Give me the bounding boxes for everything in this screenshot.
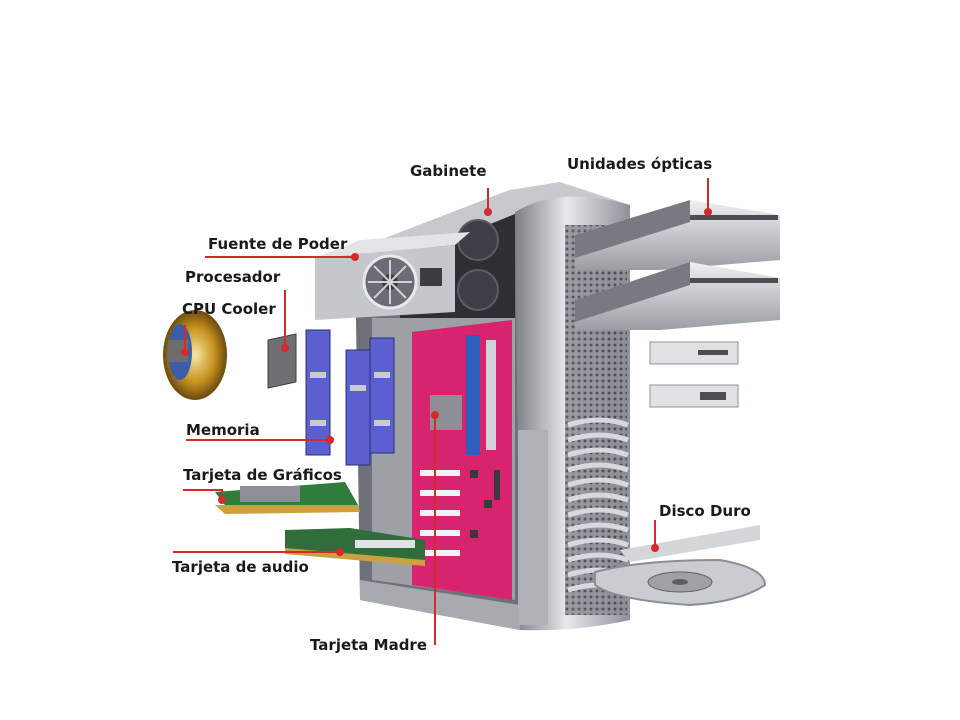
optical-drives [575,200,780,408]
label-cpu-cooler: CPU Cooler [182,300,276,318]
label-memoria: Memoria [186,421,260,439]
graphics-card [215,482,360,514]
label-tarjeta-madre: Tarjeta Madre [310,636,428,654]
memory-modules [305,329,395,466]
label-fuente-de-poder: Fuente de Poder [208,235,348,253]
label-unidades-opticas: Unidades ópticas [567,155,713,173]
label-tarjeta-audio: Tarjeta de audio [172,558,309,576]
hard-disk [594,525,767,607]
label-gabinete: Gabinete [410,162,487,180]
processor [267,333,297,389]
cpu-cooler [163,310,227,400]
power-supply [315,232,470,320]
label-procesador: Procesador [185,268,281,286]
label-tarjeta-graficos: Tarjeta de Gráficos [183,466,342,484]
label-disco-duro: Disco Duro [659,502,751,520]
